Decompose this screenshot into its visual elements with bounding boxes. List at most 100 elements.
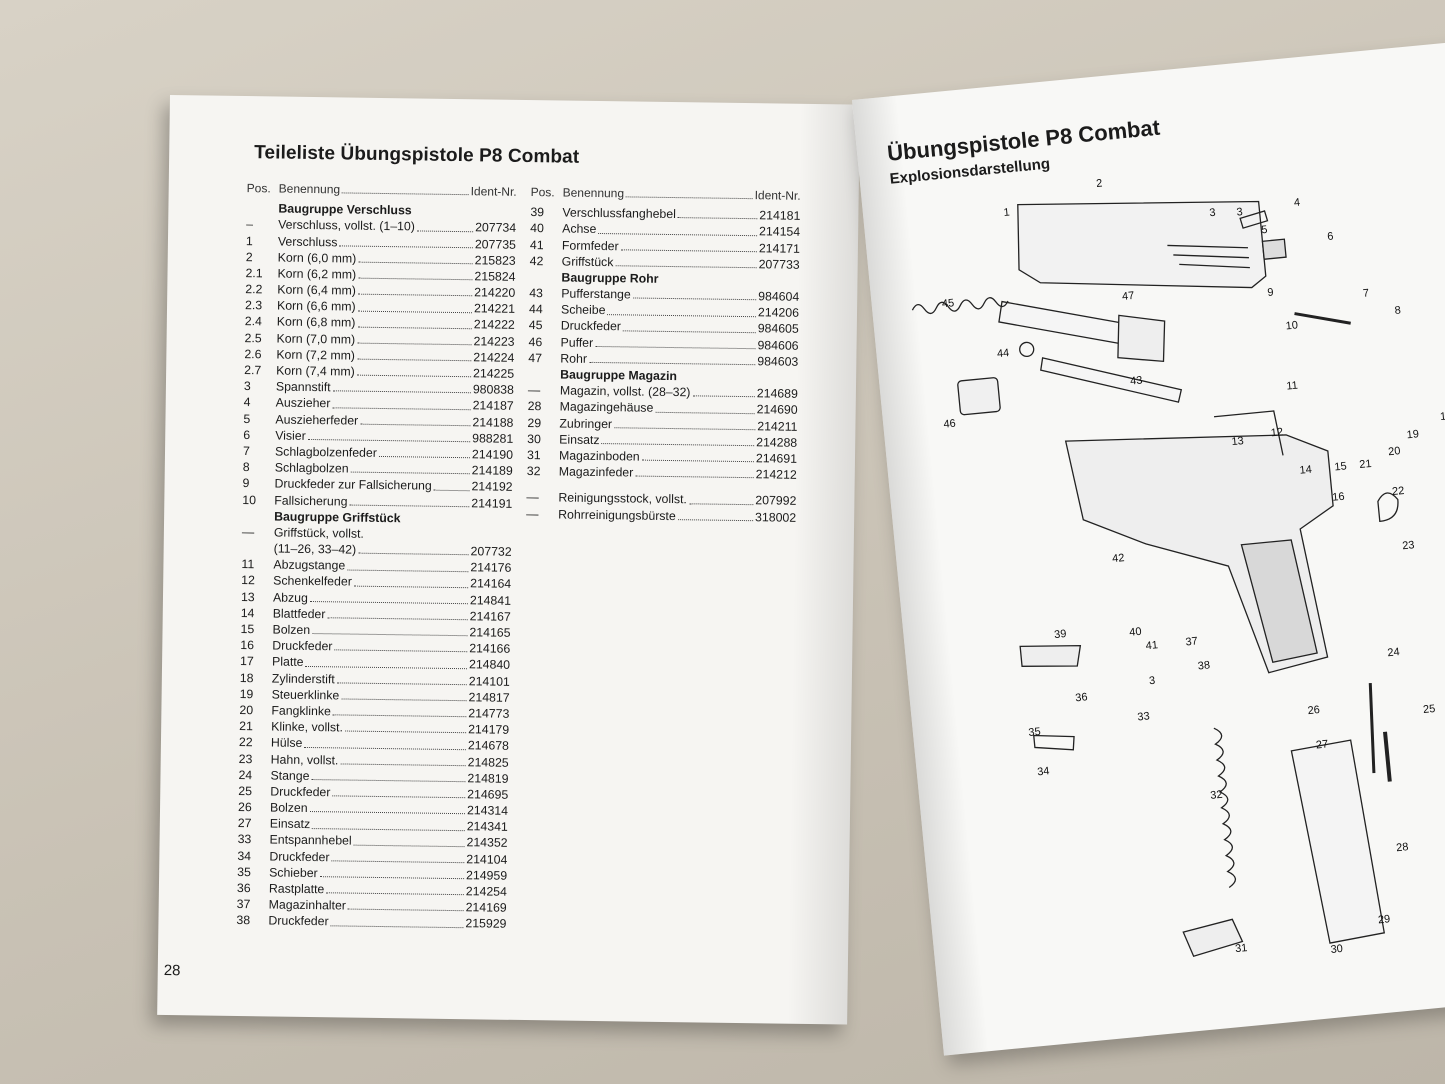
part-position: — — [241, 524, 255, 540]
part-position: 37 — [236, 897, 251, 912]
part-name: Druckfeder — [268, 913, 329, 929]
part-ident-number: 214192 — [471, 479, 513, 495]
part-callout-label: 47 — [1122, 290, 1135, 303]
part-callout-label: 16 — [1332, 491, 1345, 504]
part-ident-number: 214254 — [465, 884, 508, 899]
part-callout-label: 7 — [1362, 287, 1369, 300]
part-name: Rastplatte — [268, 881, 325, 897]
leader-dots — [312, 633, 468, 637]
part-callout-label: 10 — [1285, 319, 1298, 332]
guide-rod-part — [1040, 357, 1183, 403]
part-ident-number: 984605 — [757, 321, 799, 337]
part-position: 10 — [242, 492, 257, 507]
part-ident-number: 214166 — [469, 641, 511, 657]
part-ident-number: 214690 — [756, 402, 798, 418]
part-ident-number: 214179 — [468, 722, 510, 737]
part-position: 16 — [240, 638, 255, 653]
part-position: 7 — [242, 444, 250, 459]
part-position: — — [527, 383, 541, 398]
magazine-spring-part — [1213, 727, 1237, 889]
part-name: Korn (6,6 mm) — [276, 298, 356, 314]
part-callout-label: 2 — [1096, 177, 1103, 190]
part-name: Magazinboden — [558, 448, 640, 464]
part-callout-label: 8 — [1394, 304, 1401, 317]
part-position: 5 — [243, 411, 251, 426]
part-ident-number: 214221 — [473, 301, 516, 317]
part-callout-label: 31 — [1235, 942, 1248, 955]
leader-dots — [347, 569, 469, 572]
part-callout-label: 11 — [1286, 380, 1299, 393]
leader-dots — [356, 358, 472, 362]
part-name: Zylinderstift — [271, 671, 335, 686]
part-ident-number: 214695 — [467, 787, 509, 802]
leader-dots — [312, 827, 465, 831]
part-position: 3 — [243, 379, 251, 394]
extractor-part — [1239, 210, 1269, 229]
leader-dots — [358, 261, 473, 265]
part-ident-number: 207734 — [475, 220, 517, 236]
leader-dots — [677, 217, 758, 220]
part-name: Rohrreinigungsbürste — [558, 507, 676, 523]
part-position: 42 — [529, 253, 544, 268]
part-position: 15 — [240, 622, 255, 637]
leader-dots — [357, 310, 472, 313]
part-ident-number: 984603 — [757, 354, 799, 369]
part-name: Hülse — [270, 735, 303, 751]
part-callout-label: 32 — [1210, 789, 1223, 802]
part-position: 2.5 — [244, 330, 262, 345]
rear-sight-part — [1261, 238, 1287, 260]
part-position: 36 — [236, 881, 251, 896]
slide-part — [1017, 200, 1267, 289]
part-name: Korn (7,4 mm) — [276, 363, 355, 379]
leader-dots — [635, 475, 754, 479]
leader-dots — [319, 876, 465, 880]
leader-dots — [607, 313, 756, 317]
slide-serrations — [1167, 244, 1250, 269]
leader-dots — [334, 649, 468, 653]
part-name: Auszieher — [275, 395, 331, 411]
part-callout-label: 41 — [1145, 639, 1158, 652]
part-position: 39 — [530, 205, 545, 220]
part-position: 40 — [530, 221, 544, 236]
part-callout-label: 21 — [1359, 458, 1372, 471]
part-callout-label: 39 — [1054, 628, 1067, 641]
part-position: 44 — [528, 302, 543, 317]
part-position: 24 — [238, 767, 253, 782]
leader-dots — [620, 249, 757, 252]
part-name: Korn (6,2 mm) — [277, 266, 357, 282]
part-position: 2 — [245, 249, 253, 264]
leader-dots — [344, 730, 467, 734]
part-callout-label: 29 — [1377, 913, 1390, 926]
part-name: Puffer — [560, 335, 594, 350]
part-name: Hahn, vollst. — [270, 752, 339, 767]
part-name: Klinke, vollst. — [271, 719, 344, 735]
part-callout-label: 40 — [1129, 626, 1142, 639]
part-ident-number: 980838 — [472, 382, 515, 398]
part-name: Verschluss, vollst. (1–10) — [278, 217, 415, 234]
part-name: Korn (7,2 mm) — [276, 347, 356, 363]
part-position: — — [526, 490, 539, 505]
leader-dots — [332, 406, 471, 410]
part-callout-label: 46 — [943, 418, 956, 431]
leader-dots — [626, 196, 753, 200]
part-position: 19 — [239, 686, 254, 702]
part-name: Achse — [562, 221, 597, 237]
magazine-floorplate-part — [1182, 918, 1244, 957]
leader-dots — [357, 342, 472, 346]
leader-dots — [332, 714, 467, 718]
part-name: Magazinhalter — [268, 897, 347, 913]
part-callout-label: 38 — [1197, 659, 1210, 672]
part-position: 4 — [243, 395, 251, 410]
part-position: 29 — [527, 415, 542, 430]
part-name: Griffstück — [561, 254, 614, 269]
part-name: Fallsicherung — [274, 493, 348, 509]
part-callout-label: 24 — [1387, 646, 1400, 659]
header-name: Benennung — [562, 185, 625, 201]
part-callout-label: 26 — [1307, 704, 1320, 717]
part-position: 34 — [237, 848, 252, 863]
part-position: 43 — [529, 286, 544, 301]
firing-pin-part — [1294, 312, 1351, 325]
leader-dots — [615, 265, 757, 269]
